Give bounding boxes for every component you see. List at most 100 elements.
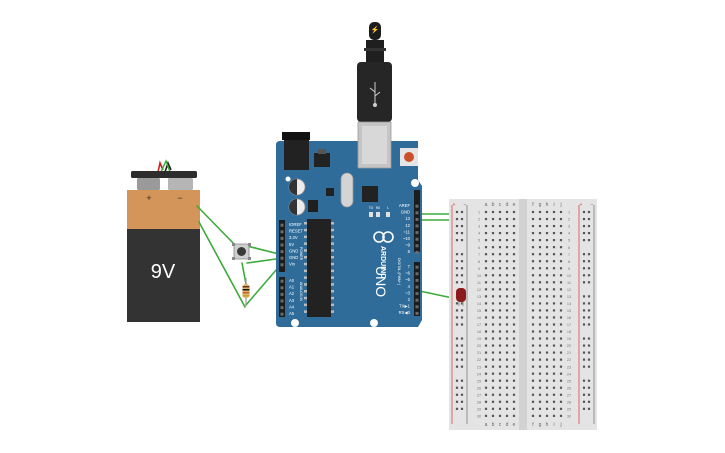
breadboard-hole[interactable] (552, 323, 556, 326)
breadboard-hole[interactable] (484, 316, 488, 319)
resistor[interactable] (242, 278, 250, 306)
breadboard-hole[interactable] (538, 400, 542, 403)
breadboard-hole[interactable] (505, 379, 509, 382)
breadboard-hole[interactable] (484, 239, 488, 242)
breadboard-hole[interactable] (498, 407, 502, 410)
rail-hole[interactable] (455, 407, 459, 410)
push-button[interactable] (232, 243, 251, 260)
rail-hole[interactable] (587, 302, 591, 305)
rail-hole[interactable] (582, 217, 586, 221)
rail-hole[interactable] (582, 295, 586, 298)
breadboard-hole[interactable] (545, 267, 549, 270)
breadboard-hole[interactable] (484, 372, 488, 375)
breadboard-hole[interactable] (531, 414, 535, 417)
breadboard-hole[interactable] (512, 337, 516, 340)
rail-hole[interactable] (582, 400, 586, 403)
rail-hole[interactable] (460, 274, 464, 277)
breadboard-hole[interactable] (505, 281, 509, 284)
breadboard-hole[interactable] (559, 288, 563, 291)
breadboard-hole[interactable] (484, 231, 488, 235)
rail-hole[interactable] (587, 253, 591, 256)
rail-hole[interactable] (582, 239, 586, 242)
breadboard-hole[interactable] (491, 224, 495, 228)
breadboard-hole[interactable] (498, 253, 502, 256)
rail-hole[interactable] (582, 323, 586, 326)
header-pin[interactable] (415, 211, 419, 215)
breadboard-hole[interactable] (545, 302, 549, 305)
breadboard-hole[interactable] (491, 210, 495, 214)
header-pin[interactable] (280, 230, 284, 234)
breadboard-hole[interactable] (531, 316, 535, 319)
breadboard-hole[interactable] (484, 210, 488, 214)
breadboard-hole[interactable] (491, 253, 495, 256)
breadboard-hole[interactable] (545, 281, 549, 284)
breadboard-hole[interactable] (531, 295, 535, 298)
breadboard-hole[interactable] (545, 295, 549, 298)
breadboard-hole[interactable] (484, 295, 488, 298)
breadboard-hole[interactable] (512, 302, 516, 305)
breadboard-hole[interactable] (484, 288, 488, 291)
breadboard-hole[interactable] (552, 337, 556, 340)
breadboard-hole[interactable] (512, 323, 516, 326)
breadboard-hole[interactable] (484, 330, 488, 333)
rail-hole[interactable] (455, 239, 459, 242)
breadboard-hole[interactable] (484, 351, 488, 354)
rail-hole[interactable] (460, 407, 464, 410)
breadboard-hole[interactable] (559, 323, 563, 326)
breadboard-hole[interactable] (484, 365, 488, 368)
breadboard-hole[interactable] (531, 246, 535, 249)
breadboard-hole[interactable] (531, 224, 535, 228)
breadboard-hole[interactable] (505, 393, 509, 396)
rail-hole[interactable] (455, 281, 459, 284)
breadboard-hole[interactable] (545, 253, 549, 256)
rail-hole[interactable] (582, 316, 586, 319)
breadboard-hole[interactable] (559, 210, 563, 214)
breadboard-hole[interactable] (512, 309, 516, 312)
header-pin[interactable] (415, 204, 419, 208)
breadboard-hole[interactable] (552, 351, 556, 354)
breadboard-hole[interactable] (545, 224, 549, 228)
header-pin[interactable] (415, 272, 419, 276)
breadboard-hole[interactable] (512, 330, 516, 333)
rail-hole[interactable] (460, 323, 464, 326)
breadboard-hole[interactable] (491, 267, 495, 270)
breadboard-hole[interactable] (505, 330, 509, 333)
breadboard-hole[interactable] (484, 358, 488, 361)
header-pin[interactable] (280, 263, 284, 267)
rail-hole[interactable] (587, 316, 591, 319)
breadboard-hole[interactable] (552, 316, 556, 319)
breadboard-hole[interactable] (491, 414, 495, 417)
breadboard-hole[interactable] (559, 309, 563, 312)
header-pin[interactable] (415, 265, 419, 269)
breadboard-hole[interactable] (484, 323, 488, 326)
breadboard-hole[interactable] (538, 295, 542, 298)
breadboard-hole[interactable] (491, 239, 495, 242)
breadboard-hole[interactable] (545, 323, 549, 326)
breadboard-hole[interactable] (545, 246, 549, 249)
rail-hole[interactable] (460, 217, 464, 221)
breadboard-hole[interactable] (505, 337, 509, 340)
breadboard-hole[interactable] (559, 239, 563, 242)
rail-hole[interactable] (460, 231, 464, 235)
breadboard-hole[interactable] (498, 309, 502, 312)
breadboard-hole[interactable] (512, 288, 516, 291)
rail-hole[interactable] (587, 274, 591, 277)
breadboard-hole[interactable] (512, 351, 516, 354)
breadboard-hole[interactable] (559, 386, 563, 389)
breadboard-hole[interactable] (498, 288, 502, 291)
breadboard-hole[interactable] (538, 309, 542, 312)
breadboard-hole[interactable] (545, 379, 549, 382)
rail-hole[interactable] (455, 231, 459, 235)
breadboard-hole[interactable] (559, 365, 563, 368)
breadboard-hole[interactable] (498, 210, 502, 214)
breadboard-hole[interactable] (491, 400, 495, 403)
breadboard-hole[interactable] (531, 344, 535, 347)
breadboard-hole[interactable] (531, 239, 535, 242)
breadboard-hole[interactable] (538, 224, 542, 228)
breadboard-hole[interactable] (538, 217, 542, 221)
breadboard-hole[interactable] (559, 337, 563, 340)
breadboard-hole[interactable] (491, 344, 495, 347)
breadboard-hole[interactable] (545, 231, 549, 235)
breadboard-hole[interactable] (545, 309, 549, 312)
breadboard-hole[interactable] (491, 351, 495, 354)
